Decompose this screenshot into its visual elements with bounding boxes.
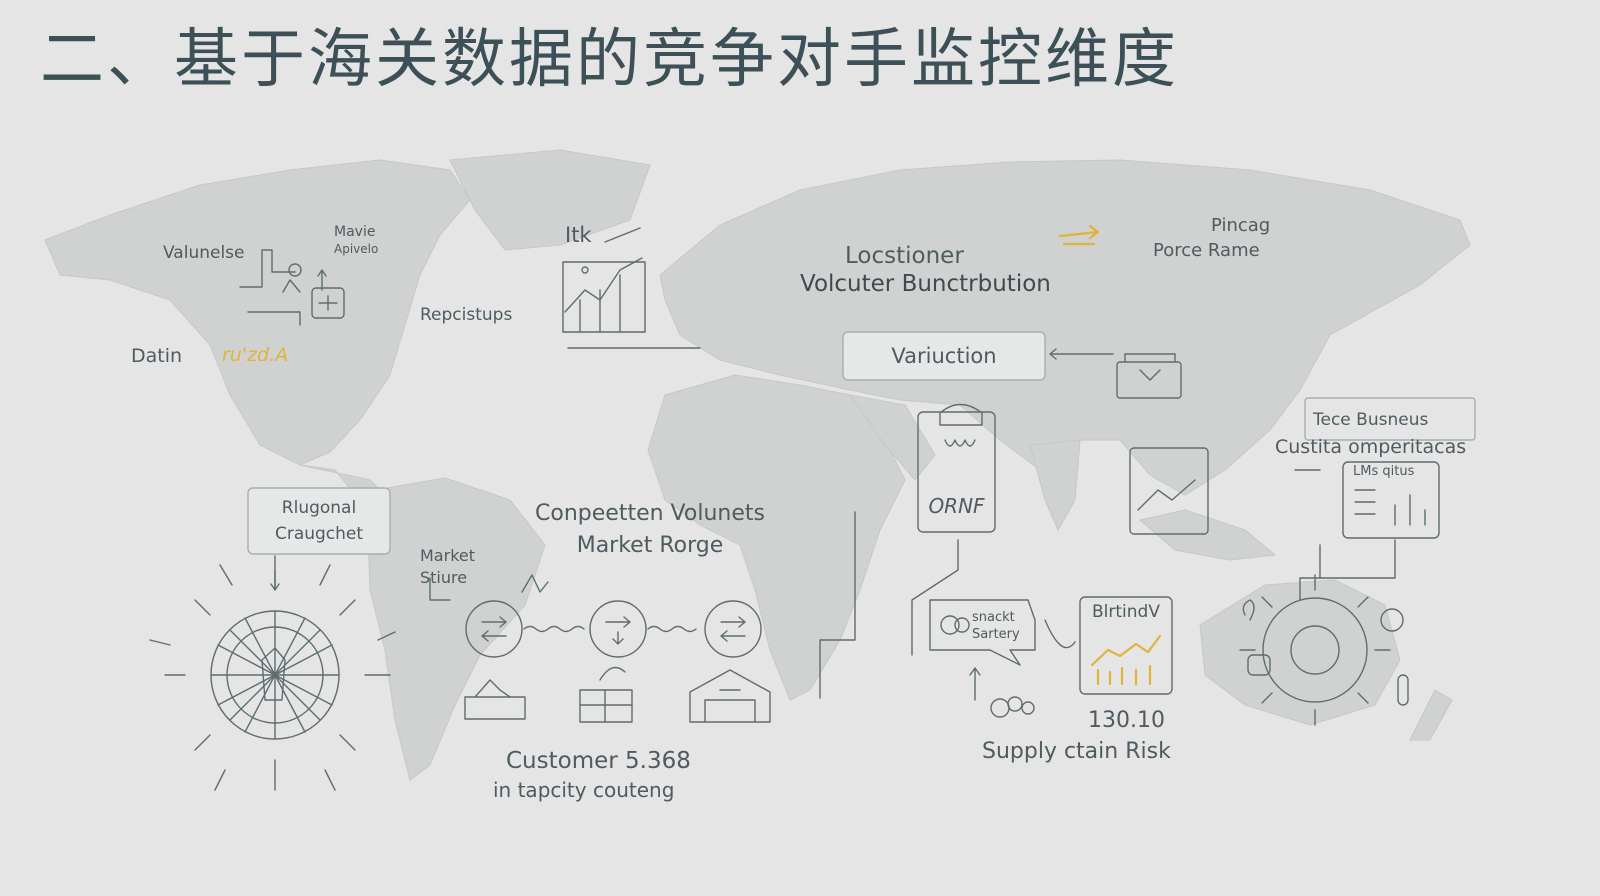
gold-bar-chart xyxy=(1096,664,1152,686)
label-volcuter-bunctrbution: Volcuter Bunctrbution xyxy=(800,271,1051,297)
warehouse-icon xyxy=(689,669,771,723)
connector-arrow xyxy=(1049,348,1114,360)
rlugonal-box xyxy=(247,487,391,555)
blrtindv-box xyxy=(1079,596,1173,695)
gold-line-chart xyxy=(1090,634,1162,667)
label-variuction: Variuction xyxy=(891,344,997,368)
radiant-network-icon xyxy=(149,564,396,791)
label-gold-na: ru'zd.A xyxy=(222,344,289,366)
arabia-landmass xyxy=(848,394,936,481)
chat-bubble-icon xyxy=(929,599,1036,666)
pin-icon xyxy=(1242,599,1255,621)
label-porce-rame: Porce Rame xyxy=(1153,240,1260,261)
connector-line xyxy=(429,577,451,601)
wave-connector xyxy=(523,625,585,633)
label-orrf: ORNF xyxy=(928,494,985,518)
grid-icon xyxy=(311,287,345,319)
dashboard-icon-right xyxy=(1342,461,1440,539)
exchange-circle-1 xyxy=(465,600,523,658)
label-datin: Datin xyxy=(131,345,183,367)
label-mavie-line2: Apivelo xyxy=(334,241,379,256)
greenland-landmass xyxy=(449,149,651,251)
bar-chart-icon-itk xyxy=(562,227,646,333)
page-title: 二、基于海关数据的竞争对手监控维度 xyxy=(40,23,1179,97)
label-custita-omperitacas: Custita omperitacas xyxy=(1275,436,1467,458)
label-rlugonal: Rlugonal xyxy=(281,498,357,518)
cluster-icon xyxy=(990,696,1035,718)
label-valunelse: Valunelse xyxy=(163,243,245,263)
connector-line xyxy=(911,539,959,656)
africa-landmass xyxy=(647,374,906,701)
gear-icon-australia xyxy=(1239,574,1409,726)
label-blrtindv: BlrtindV xyxy=(1092,602,1160,622)
exchange-circle-3 xyxy=(704,600,762,658)
label-conpeetten-volunets: Conpeetten Volunets xyxy=(535,501,765,526)
label-market-rorge: Market Rorge xyxy=(576,533,724,558)
label-itk: Itk xyxy=(565,223,592,247)
chart-box-asia xyxy=(1129,447,1209,535)
label-mavie: Mavie Apivelo xyxy=(334,224,378,257)
label-value-13010: 130.10 xyxy=(1088,708,1165,733)
connector-line xyxy=(819,511,856,699)
europe-asia-landmass xyxy=(659,159,1471,496)
southeast-asia-islands xyxy=(1138,509,1277,561)
label-supply-chain-risk: Supply ctain Risk xyxy=(982,739,1171,764)
shipping-box-icon xyxy=(579,666,633,723)
australia-landmass xyxy=(1199,579,1401,726)
label-pincag: Pincag xyxy=(1211,215,1271,236)
zigzag-icon xyxy=(521,574,549,593)
label-stiure: Stiure xyxy=(420,568,468,587)
new-zealand-landmass xyxy=(1409,689,1453,741)
label-snackt: snackt xyxy=(972,610,1015,625)
connector-line xyxy=(1044,619,1076,649)
gold-arrow-icon xyxy=(1058,224,1100,246)
label-mavie-line1: Mavie xyxy=(334,224,376,240)
tece-busneus-box xyxy=(1304,397,1476,441)
label-lms-qitus: LMs qitus xyxy=(1353,464,1415,479)
wave-connector xyxy=(647,625,697,633)
orrf-box xyxy=(917,411,996,533)
arrow-up-icon xyxy=(317,269,327,291)
label-tapcity-couteng: in tapcity couteng xyxy=(493,778,675,802)
label-craugchet: Craugchet xyxy=(274,524,364,544)
label-locstioner: Locstioner xyxy=(845,243,964,269)
label-repcistups: Repcistups xyxy=(420,305,513,325)
label-tece-busneus: Tece Busneus xyxy=(1313,410,1429,430)
exchange-circle-2 xyxy=(589,600,647,658)
label-sartery: Sartery xyxy=(972,627,1020,642)
label-customer: Customer 5.368 xyxy=(506,748,691,774)
truck-icon xyxy=(464,679,526,720)
globe-icon xyxy=(939,403,983,447)
arrow-up-icon xyxy=(969,667,981,701)
india-landmass xyxy=(1029,439,1081,532)
bag-icon xyxy=(1116,353,1182,399)
chart-icon-north-america xyxy=(239,249,302,326)
label-market: Market xyxy=(420,546,475,565)
connector-line xyxy=(1294,469,1396,601)
south-america-landmass xyxy=(367,477,546,781)
variuction-box xyxy=(842,331,1046,381)
